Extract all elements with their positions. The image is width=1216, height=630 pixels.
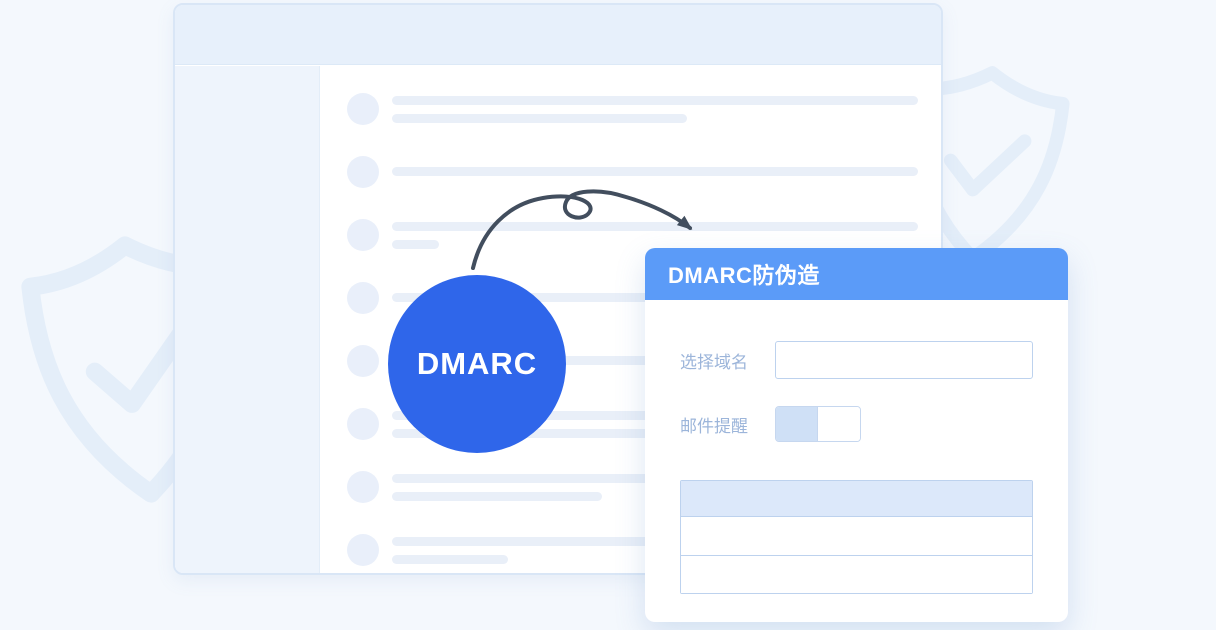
email-notify-toggle[interactable]	[775, 406, 861, 442]
domain-table	[680, 480, 1033, 594]
dmarc-badge-label: DMARC	[416, 346, 538, 381]
dmarc-badge: DMARC	[388, 275, 566, 453]
dmarc-panel: DMARC防伪造 选择域名 邮件提醒	[645, 248, 1068, 622]
domain-input[interactable]	[775, 341, 1033, 379]
toggle-on-segment	[776, 407, 818, 441]
toggle-off-segment	[818, 407, 860, 441]
avatar-placeholder	[347, 93, 379, 125]
window-header	[175, 5, 941, 65]
window-sidebar	[175, 66, 320, 573]
domain-field-label: 选择域名	[680, 352, 748, 372]
avatar-placeholder	[347, 219, 379, 251]
email-list-window	[173, 3, 943, 575]
panel-title: DMARC防伪造	[668, 263, 820, 288]
list-item	[347, 219, 918, 282]
notify-field-label: 邮件提醒	[680, 416, 748, 436]
text-placeholder	[392, 93, 918, 156]
text-placeholder	[392, 156, 918, 219]
avatar-placeholder	[347, 471, 379, 503]
domain-field-row: 选择域名	[680, 341, 1033, 379]
avatar-placeholder	[347, 408, 379, 440]
avatar-placeholder	[347, 282, 379, 314]
avatar-placeholder	[347, 345, 379, 377]
text-placeholder	[392, 219, 918, 282]
curved-arrow-icon	[471, 189, 693, 270]
table-row	[681, 555, 1032, 593]
avatar-placeholder	[347, 534, 379, 566]
list-item	[347, 156, 918, 219]
panel-body: 选择域名 邮件提醒	[645, 341, 1068, 594]
list-item	[347, 93, 918, 156]
notify-field-row: 邮件提醒	[680, 406, 1033, 442]
table-header-row	[681, 481, 1032, 517]
table-row	[681, 517, 1032, 555]
avatar-placeholder	[347, 156, 379, 188]
panel-header: DMARC防伪造	[645, 248, 1068, 300]
